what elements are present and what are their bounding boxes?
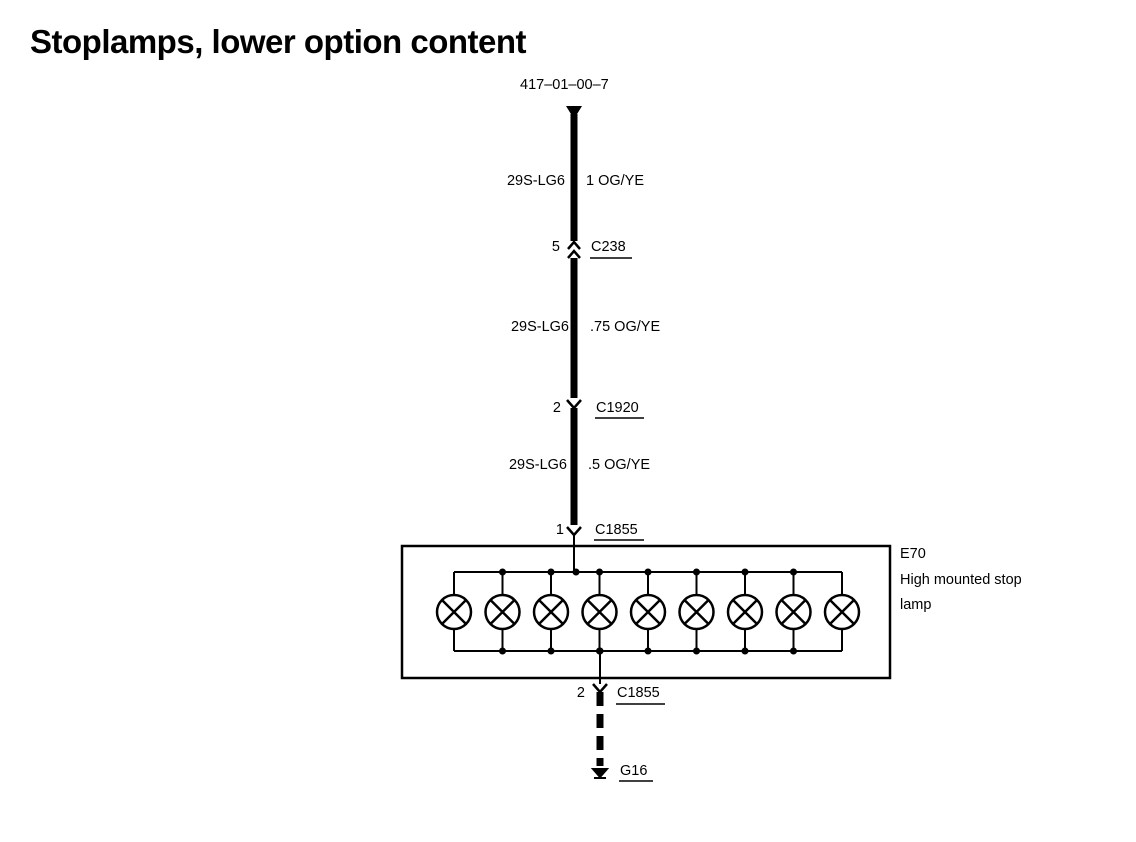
connector-c1855-out-label: C1855 — [617, 685, 660, 701]
connector-c1855-out-icon — [592, 683, 608, 694]
lamp-junction-dot — [693, 647, 700, 655]
ground-label: G16 — [620, 763, 647, 779]
lamp-cross-icon — [538, 599, 564, 625]
lamp-cross-icon — [441, 599, 467, 625]
page-reference: 417–01–00–7 — [520, 77, 609, 93]
lamp-cross-icon — [683, 599, 710, 625]
component-e70-id: E70 — [900, 546, 926, 562]
lamp-junction-dot — [499, 568, 506, 576]
wire-3-size-color: .5 OG/YE — [588, 457, 650, 473]
component-e70-box — [400, 544, 892, 680]
wire-1-circuit: 29S-LG6 — [507, 173, 565, 189]
lamp-junction-dot — [499, 647, 506, 655]
connector-c1855-in-pin: 1 — [556, 522, 564, 538]
connector-c238-icon — [567, 240, 581, 259]
connector-c1855-out-pin: 2 — [577, 685, 585, 701]
connector-c1920-icon — [566, 399, 582, 410]
connector-c1855-in-icon — [566, 526, 582, 537]
lamp-junction-dot — [596, 568, 603, 576]
lamp-junction-dot — [547, 568, 555, 576]
connector-c1920-label: C1920 — [596, 400, 639, 416]
page-title: Stoplamps, lower option content — [30, 23, 527, 60]
lamp-cross-icon — [489, 599, 516, 625]
ground-symbol-icon — [590, 768, 610, 779]
source-arrow-icon — [566, 106, 582, 119]
lamp-cross-icon — [780, 599, 807, 625]
wire-3-circuit: 29S-LG6 — [509, 457, 567, 473]
wire-2-circuit: 29S-LG6 — [511, 319, 569, 335]
component-e70-name-line1: High mounted stop — [900, 572, 1022, 588]
lamp-junction-dot — [547, 647, 555, 655]
lamp-junction-dot — [644, 647, 652, 655]
lamp-bank — [435, 568, 861, 655]
lamp-junction-dot — [741, 568, 749, 576]
connector-c238-pin: 5 — [552, 239, 560, 255]
lamp-junction-dot — [741, 647, 749, 655]
lamp-cross-icon — [732, 599, 758, 625]
lamp-cross-icon — [829, 599, 855, 625]
lamp-junction-dot — [693, 568, 700, 576]
lamp-cross-icon — [586, 599, 613, 625]
wire-2-size-color: .75 OG/YE — [590, 319, 660, 335]
lamp-junction-dot — [644, 568, 652, 576]
wire-1-size-color: 1 OG/YE — [586, 173, 644, 189]
lamp-junction-dot — [790, 568, 797, 576]
connector-c1920-pin: 2 — [553, 400, 561, 416]
lamp-cross-icon — [635, 599, 661, 625]
connector-c1855-in-label: C1855 — [595, 522, 638, 538]
feed-junction-dot — [572, 568, 580, 576]
lamp-junction-dot — [790, 647, 797, 655]
component-e70-name-line2: lamp — [900, 597, 931, 613]
connector-c238-label: C238 — [591, 239, 626, 255]
